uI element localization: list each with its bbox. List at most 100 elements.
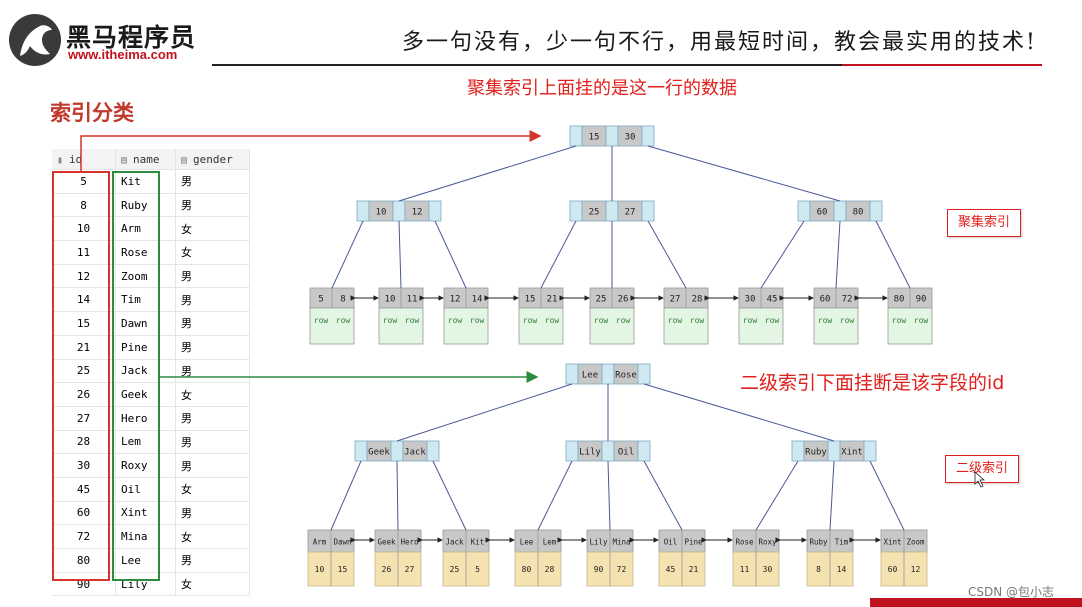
cell-gender[interactable]: 男 <box>175 264 250 289</box>
cell-gender[interactable]: 男 <box>175 287 250 313</box>
cell-gender[interactable]: 男 <box>175 453 250 478</box>
cell-name[interactable]: Xint <box>115 501 176 526</box>
id-to-clustered-arrow <box>80 130 542 171</box>
cell-name[interactable]: Lee <box>115 548 176 573</box>
cell-name[interactable]: Arm <box>115 216 176 242</box>
cell-id[interactable]: 8 <box>52 193 116 218</box>
tree-link <box>396 383 573 442</box>
cell-gender[interactable]: 男 <box>175 193 250 218</box>
cell-name[interactable]: Kit <box>115 169 176 194</box>
cell-name[interactable]: Oil <box>115 477 176 502</box>
cell-id[interactable]: 27 <box>52 406 116 431</box>
leaf-id: 27 <box>405 565 415 574</box>
cell-id[interactable]: 15 <box>52 311 116 336</box>
cell-id[interactable]: 72 <box>52 524 116 549</box>
pointer-cell <box>641 200 655 222</box>
leaf-key: 90 <box>916 295 927 305</box>
cell-id[interactable]: 5 <box>52 169 116 194</box>
cell-name[interactable]: Dawn <box>115 311 176 336</box>
leaf-key: 27 <box>670 295 681 305</box>
cell-name[interactable]: Pine <box>115 335 176 360</box>
cell-gender[interactable]: 女 <box>175 572 250 597</box>
cell-gender[interactable]: 男 <box>175 359 250 384</box>
pointer-cell <box>601 363 615 385</box>
pointer-cell <box>426 440 440 462</box>
column-header-id[interactable]: ▮ id <box>52 149 116 170</box>
pointer-cell <box>869 200 883 222</box>
cell-name[interactable]: Geek <box>115 382 176 407</box>
row-label: row <box>765 316 780 325</box>
cell-gender[interactable]: 女 <box>175 477 250 502</box>
tree-link <box>396 460 399 531</box>
leaf-key: 10 <box>385 295 396 305</box>
cell-gender[interactable]: 男 <box>175 169 250 194</box>
cell-id[interactable]: 45 <box>52 477 116 502</box>
cell-name[interactable]: Tim <box>115 287 176 313</box>
cell-name[interactable]: Hero <box>115 406 176 431</box>
cell-name[interactable]: Jack <box>115 359 176 384</box>
cell-id[interactable]: 10 <box>52 216 116 242</box>
cell-gender[interactable]: 男 <box>175 548 250 573</box>
row-label: row <box>314 316 329 325</box>
cell-id[interactable]: 26 <box>52 382 116 407</box>
leaf-key: Lem <box>543 538 557 547</box>
cell-gender[interactable]: 男 <box>175 501 250 526</box>
column-header-name[interactable]: ▤ name <box>115 149 176 170</box>
node-key: 25 <box>589 208 600 218</box>
cell-id[interactable]: 80 <box>52 548 116 573</box>
cell-gender[interactable]: 男 <box>175 311 250 336</box>
cell-name[interactable]: Rose <box>115 240 176 265</box>
cell-name[interactable]: Ruby <box>115 193 176 218</box>
column-header-gender[interactable]: ▤ gender <box>175 149 250 170</box>
cell-id[interactable]: 28 <box>52 430 116 455</box>
cell-id[interactable]: 12 <box>52 264 116 289</box>
cell-id[interactable]: 60 <box>52 501 116 526</box>
brand-url[interactable]: www.itheima.com <box>68 47 178 62</box>
leaf-key: 8 <box>340 295 345 305</box>
cell-gender[interactable]: 女 <box>175 216 250 242</box>
cell-id[interactable]: 30 <box>52 453 116 478</box>
cell-gender[interactable]: 男 <box>175 406 250 431</box>
cell-gender[interactable]: 女 <box>175 524 250 549</box>
cell-name[interactable]: Zoom <box>115 264 176 289</box>
pointer-cell <box>791 440 805 462</box>
cell-gender[interactable]: 女 <box>175 240 250 265</box>
tree-link <box>643 460 683 531</box>
cell-id[interactable]: 90 <box>52 572 116 597</box>
row-label: row <box>336 316 351 325</box>
cell-id[interactable]: 11 <box>52 240 116 265</box>
leaf-key: 12 <box>450 295 461 305</box>
tree-link <box>540 220 577 289</box>
pointer-cell <box>605 125 619 147</box>
cell-id[interactable]: 25 <box>52 359 116 384</box>
leaf-id: 25 <box>450 565 460 574</box>
cell-gender[interactable]: 女 <box>175 382 250 407</box>
cell-gender[interactable]: 男 <box>175 430 250 455</box>
cell-id[interactable]: 21 <box>52 335 116 360</box>
cell-id[interactable]: 14 <box>52 287 116 313</box>
cell-name[interactable]: Mina <box>115 524 176 549</box>
cell-gender[interactable]: 男 <box>175 335 250 360</box>
cell-name[interactable]: Roxy <box>115 453 176 478</box>
cell-name[interactable]: Lem <box>115 430 176 455</box>
